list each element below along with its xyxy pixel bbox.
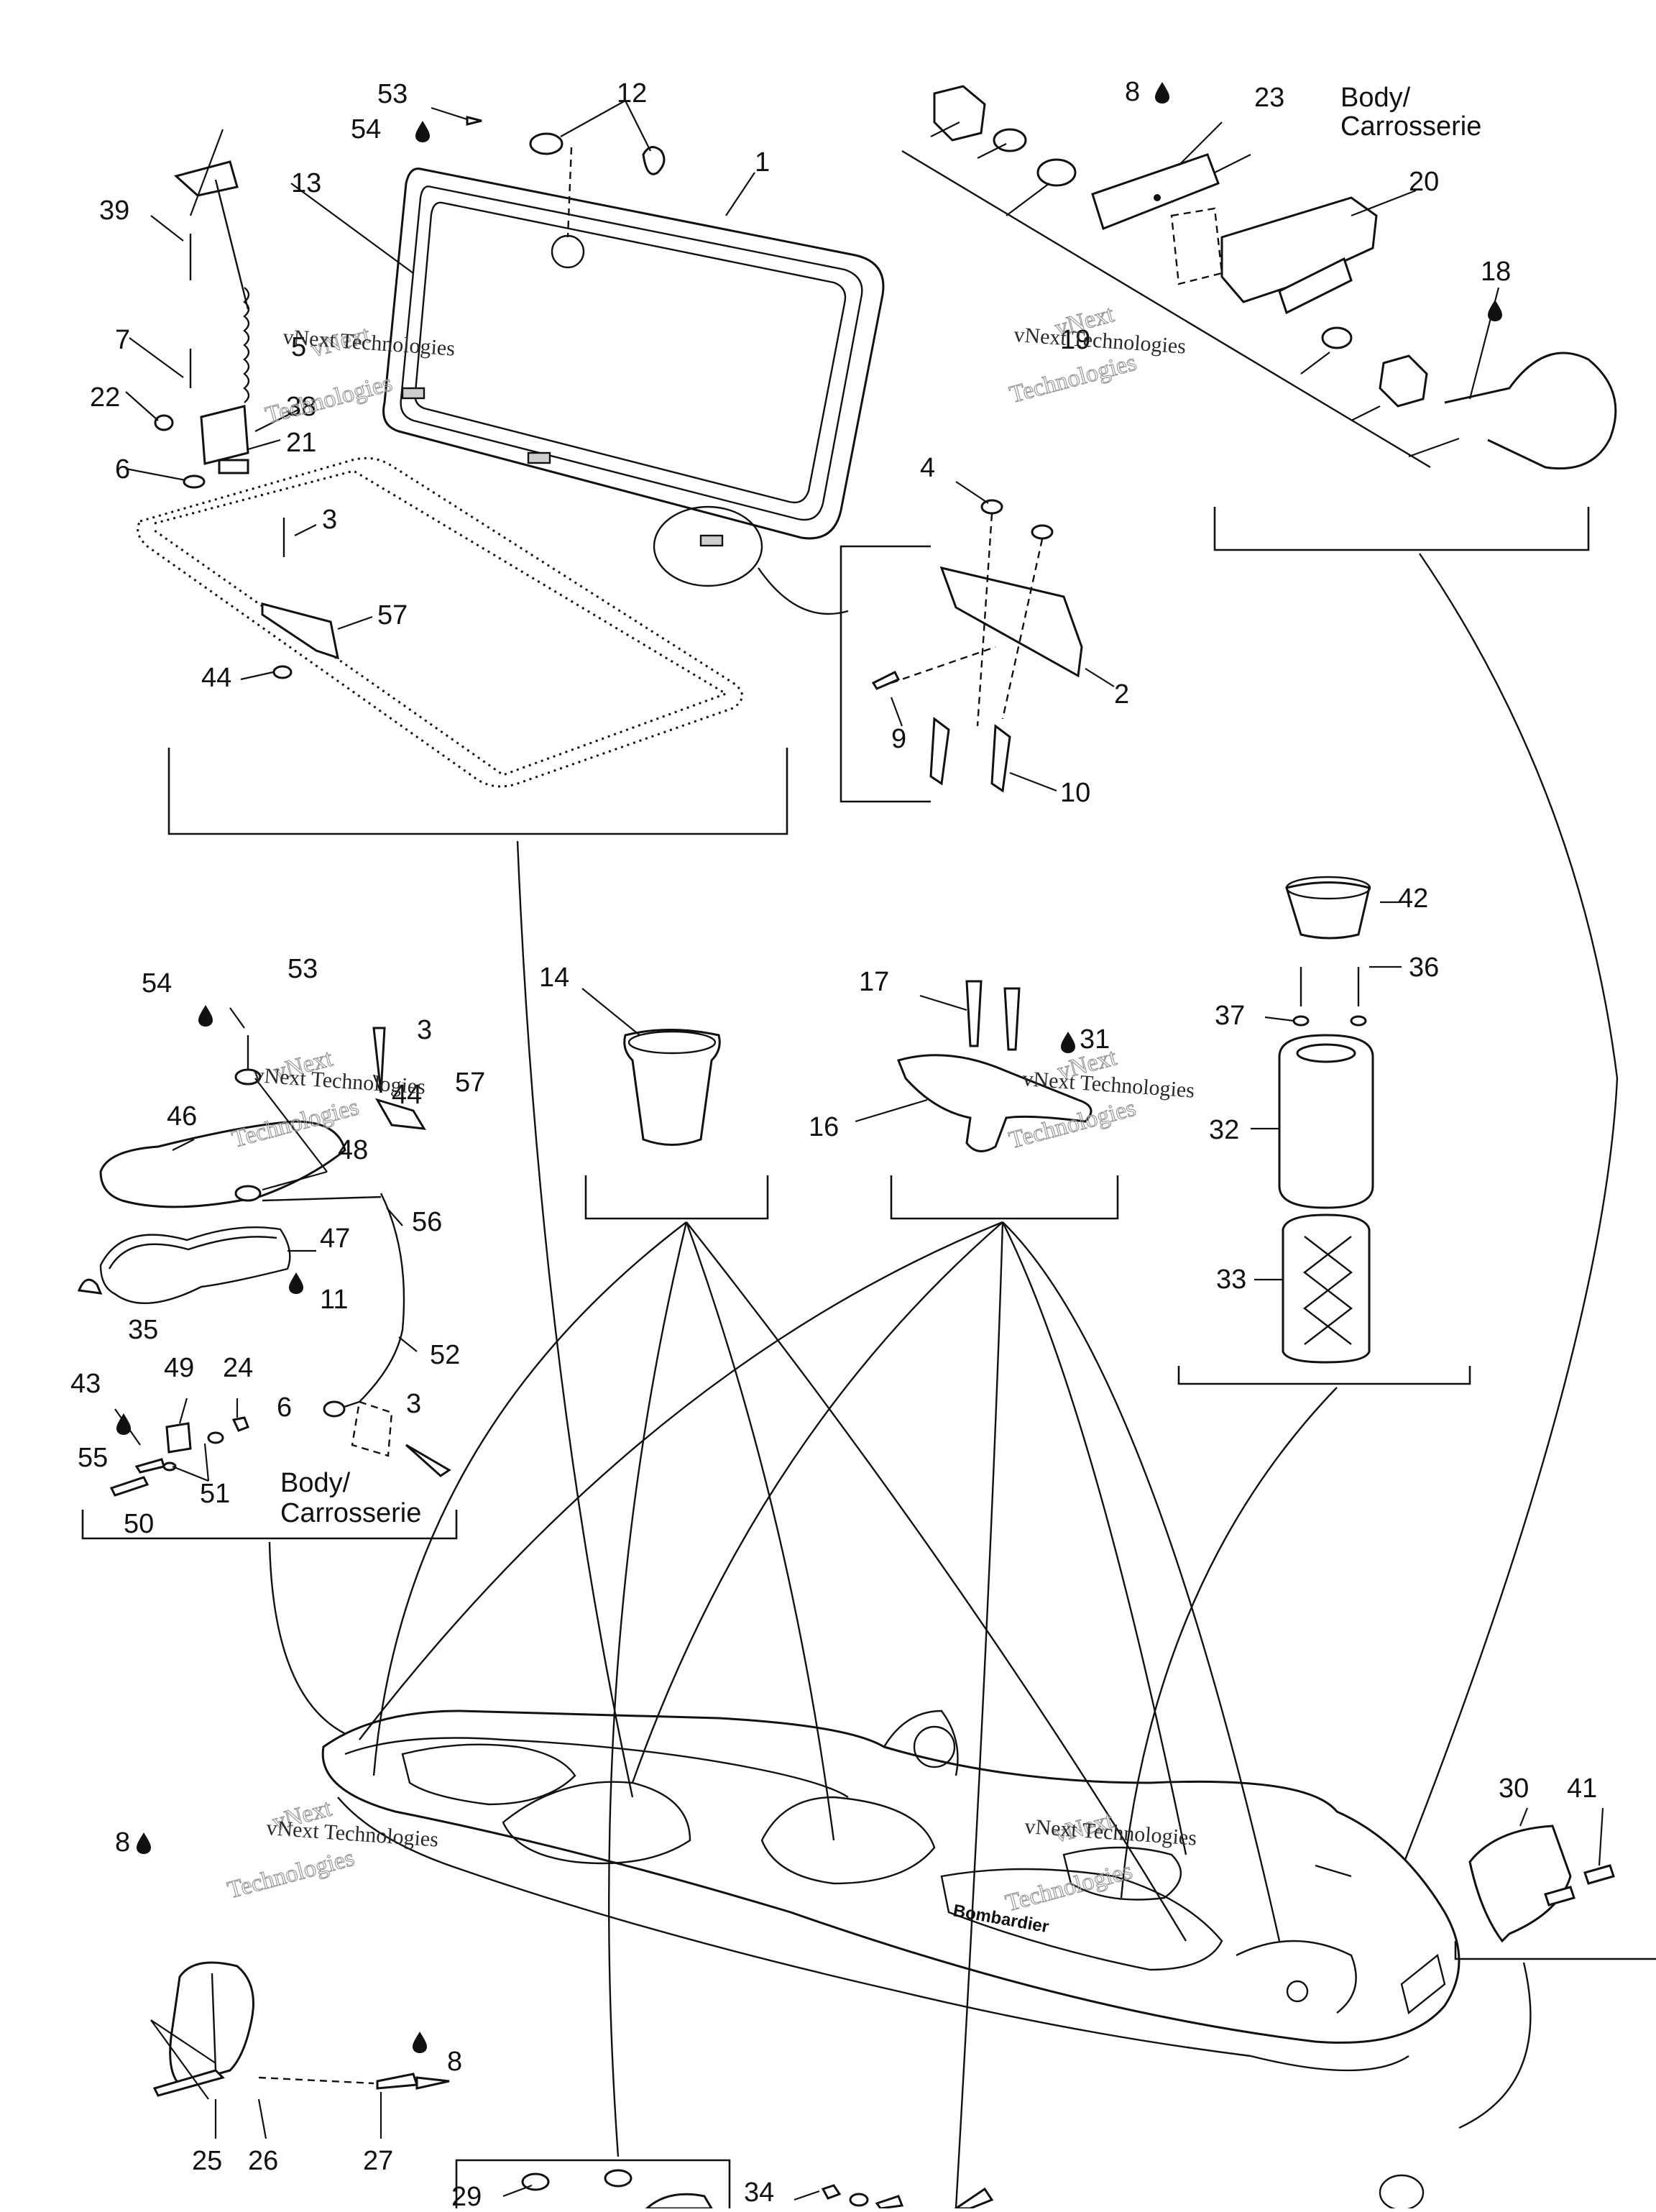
callout-38: 38 [286,392,316,422]
callout-32: 32 [1209,1115,1239,1145]
callout-24: 24 [223,1353,253,1383]
callout-43: 43 [70,1369,101,1399]
callout-23: 23 [1254,83,1284,113]
callout-36: 36 [1409,953,1439,983]
callout-9: 9 [891,724,906,754]
callout-35: 35 [128,1315,158,1345]
callout-55: 55 [78,1443,108,1473]
watermark-small: vNext Technologies [253,1063,427,1099]
callout-44: 44 [392,1080,422,1110]
callout-17: 17 [859,967,889,997]
callout-49: 49 [164,1353,194,1383]
callout-31: 31 [1080,1024,1110,1055]
body-label: Body/ [1340,83,1411,113]
watermark-small: vNext Technologies [1013,323,1187,359]
callout-20: 20 [1409,167,1439,197]
watermark-small: vNext Technologies [266,1816,440,1852]
callout-3: 3 [406,1389,421,1419]
sealant-drop-icon [116,1413,131,1435]
callout-2: 2 [1114,679,1129,710]
tow-hook-group [901,85,1619,1906]
callout-57: 57 [377,600,408,630]
sealant-drop-icon [413,2032,427,2053]
sealant-drop-icon [415,121,430,142]
sealant-drop-icon [1155,82,1169,104]
callout-54: 54 [142,968,172,999]
callout-6: 6 [115,454,130,485]
watermark-line2: Technologies [1007,349,1139,409]
callout-50: 50 [124,1509,154,1539]
callout-52: 52 [430,1340,460,1370]
callout-4: 4 [920,453,935,483]
callout-10: 10 [1060,778,1090,808]
callout-47: 47 [320,1224,350,1254]
callout-44: 44 [201,663,231,693]
cupholder-cleat-group [581,980,1119,1220]
callout-12: 12 [617,78,647,109]
callout-33: 33 [1216,1265,1246,1295]
storage-tube-group [1177,876,1471,1385]
callout-7: 7 [115,325,130,355]
callout-14: 14 [539,963,569,993]
sealant-drop-icon [1488,300,1502,321]
callout-48: 48 [338,1135,368,1165]
callout-42: 42 [1398,884,1428,914]
callout-46: 46 [167,1101,197,1132]
callout-34: 34 [744,2177,774,2208]
callout-53: 53 [377,79,408,109]
callout-56: 56 [412,1207,442,1237]
callout-30: 30 [1499,1773,1529,1804]
callout-27: 27 [363,2146,393,2176]
callout-18: 18 [1481,257,1511,287]
callout-22: 22 [90,382,120,413]
callout-53: 53 [288,954,318,984]
callout-3: 3 [322,505,337,535]
cushion-group [77,1007,458,1741]
callout-3: 3 [417,1015,432,1045]
carrosserie-label: Carrosserie [1340,111,1481,142]
callout-21: 21 [286,428,316,458]
watermark-line2: Technologies [225,1845,357,1904]
callout-5: 5 [291,332,306,362]
callout-8: 8 [1125,77,1140,107]
sealant-drop-icon [137,1832,151,1854]
body-label: Body/ [280,1468,351,1498]
sealant-drop-icon [198,1005,213,1027]
callout-1: 1 [755,147,770,178]
hull-group [150,840,1656,2211]
callout-13: 13 [291,168,321,198]
callout-37: 37 [1215,1001,1245,1031]
carrosserie-label: Carrosserie [280,1498,421,1528]
watermark-line2: Technologies [263,370,395,429]
callout-51: 51 [200,1479,230,1509]
sealant-drop-icon [1061,1032,1075,1053]
callout-16: 16 [809,1112,839,1142]
callout-26: 26 [248,2146,278,2176]
body-labels: Body/ Carrosserie Body/ Carrosserie [280,83,1481,1528]
callout-41: 41 [1567,1773,1597,1804]
callout-25: 25 [192,2146,222,2176]
lid-assembly-group [125,100,885,835]
callout-29: 29 [451,2182,482,2208]
callout-labels: 1 2 3 3 3 4 5 6 6 7 8 8 8 9 10 11 12 13 … [70,77,1597,2212]
callout-11: 11 [320,1285,348,1315]
sealant-drop-icon [289,1272,303,1294]
callout-54: 54 [351,114,381,144]
callout-39: 39 [99,196,129,226]
callout-19: 19 [1060,325,1090,355]
callout-6: 6 [277,1392,292,1423]
hinge-detail-group [840,481,1115,803]
callout-8: 8 [447,2047,462,2077]
callout-8: 8 [115,1827,130,1858]
callout-57: 57 [455,1068,485,1098]
